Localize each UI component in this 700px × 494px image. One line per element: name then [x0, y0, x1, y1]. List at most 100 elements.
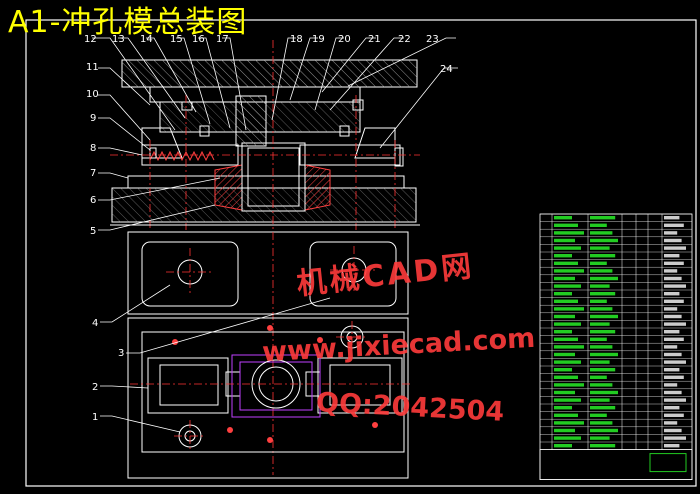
table-cell-entry [590, 444, 616, 448]
part-number-14: 14 [140, 34, 153, 45]
middle-plan-view [127, 231, 409, 475]
table-cell-entry [554, 352, 575, 357]
table-cell-entry [664, 390, 682, 395]
table-cell-entry [590, 383, 613, 387]
table-cell-entry [664, 352, 682, 357]
title-block-name-cell [649, 453, 687, 473]
table-cell-entry [554, 322, 581, 326]
table-cell-entry [664, 436, 686, 440]
table-cell-entry [664, 337, 684, 341]
table-cell-entry [554, 421, 584, 425]
table-cell-entry [664, 406, 680, 410]
part-number-20: 20 [338, 34, 351, 45]
part-number-1: 1 [92, 412, 98, 423]
table-cell-entry [664, 223, 684, 227]
part-number-12: 12 [84, 34, 97, 45]
table-cell-entry [664, 330, 680, 334]
table-cell-entry [590, 345, 613, 349]
table-cell-entry [554, 428, 575, 433]
table-cell-entry [590, 231, 613, 235]
table-cell-entry [590, 398, 610, 402]
table-cell-entry [554, 413, 578, 417]
table-cell-entry [664, 428, 682, 433]
table-cell-entry [554, 398, 581, 402]
part-number-17: 17 [216, 34, 229, 45]
table-cell-entry [554, 292, 572, 296]
table-cell-entry [554, 231, 584, 235]
table-cell-entry [554, 383, 584, 387]
part-number-18: 18 [290, 34, 303, 45]
table-cell-entry [554, 299, 578, 303]
part-number-21: 21 [368, 34, 381, 45]
part-number-5: 5 [90, 226, 96, 237]
part-number-3: 3 [118, 348, 124, 359]
part-number-8: 8 [90, 143, 96, 154]
leader-lines-left [98, 67, 331, 433]
table-cell-entry [664, 322, 686, 326]
table-cell-entry [664, 413, 684, 417]
table-cell-entry [554, 330, 572, 334]
table-cell-entry [554, 254, 572, 258]
table-cell-entry [590, 375, 607, 379]
table-cell-entry [664, 421, 678, 425]
part-number-11: 11 [86, 62, 99, 73]
table-cell-entry [590, 406, 616, 410]
table-cell-entry [590, 216, 616, 220]
table-cell-entry [590, 223, 607, 227]
table-cell-entry [590, 299, 607, 303]
part-number-4: 4 [92, 318, 98, 329]
table-cell-entry [590, 436, 610, 440]
parts-list-table [539, 213, 693, 481]
table-cell-entry [664, 360, 686, 364]
table-cell-entry [554, 216, 572, 220]
table-cell-entry [590, 360, 610, 364]
table-cell-entry [554, 223, 578, 227]
table-cell-entry [590, 246, 610, 250]
table-cell-entry [590, 238, 618, 243]
table-cell-entry [554, 368, 572, 372]
table-cell-entry [590, 254, 616, 258]
part-number-15: 15 [170, 34, 183, 45]
table-cell-entry [590, 413, 607, 417]
part-number-22: 22 [398, 34, 411, 45]
table-cell-entry [554, 261, 578, 265]
table-cell-entry [554, 390, 575, 395]
table-cell-entry [590, 284, 610, 288]
table-cell-entry [590, 337, 607, 341]
table-cell-entry [590, 269, 613, 273]
drawing-title: A1-冲孔模总装图 [8, 5, 248, 40]
table-cell-entry [664, 261, 684, 265]
table-cell-entry [664, 231, 678, 235]
part-number-10: 10 [86, 89, 99, 100]
table-cell-entry [664, 276, 682, 281]
table-cell-entry [554, 269, 584, 273]
table-cell-entry [664, 383, 678, 387]
table-cell-entry [554, 284, 581, 288]
table-cell-entry [590, 261, 607, 265]
table-cell-entry [664, 284, 686, 288]
table-cell-entry [664, 314, 682, 319]
table-cell-entry [590, 368, 616, 372]
part-number-16: 16 [192, 34, 205, 45]
table-cell-entry [554, 307, 584, 311]
table-cell-entry [554, 436, 581, 440]
table-cell-entry [664, 368, 680, 372]
table-cell-entry [664, 307, 678, 311]
sheet-border [25, 19, 697, 487]
table-cell-entry [554, 444, 572, 448]
table-cell-entry [664, 444, 680, 448]
leader-lines-top [92, 37, 458, 149]
table-cell-entry [664, 292, 680, 296]
table-cell-entry [664, 254, 680, 258]
table-cell-entry [590, 307, 613, 311]
table-cell-entry [664, 216, 680, 220]
table-cell-entry [554, 406, 572, 410]
table-cell-entry [664, 269, 678, 273]
part-number-6: 6 [90, 195, 96, 206]
table-cell-entry [590, 322, 610, 326]
part-number-24: 24 [440, 64, 453, 75]
table-cell-entry [664, 246, 686, 250]
table-cell-entry [590, 276, 618, 281]
